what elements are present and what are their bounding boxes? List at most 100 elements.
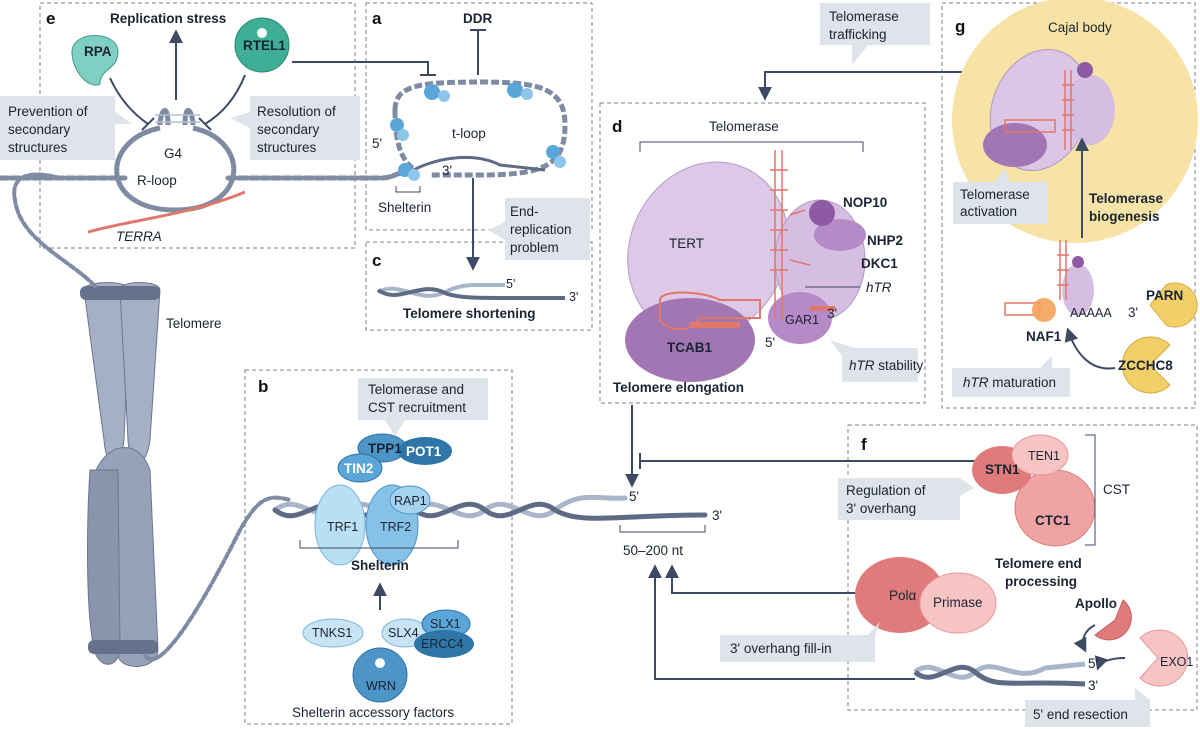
pola-primase: Polα Primase <box>855 557 997 634</box>
shortening-5prime: 5' <box>506 277 515 291</box>
tloop-5prime: 5' <box>372 136 382 151</box>
tin2-label: TIN2 <box>344 461 373 476</box>
panel-d-border <box>599 102 926 404</box>
biogenesis-label-2: biogenesis <box>1089 209 1160 224</box>
end-processing-2: processing <box>1005 574 1077 589</box>
svg-text:replication: replication <box>510 222 572 237</box>
resolution-callout: Resolution of secondary structures <box>230 96 360 160</box>
f-3prime: 3' <box>1088 678 1098 693</box>
svg-text:3' overhang fill-in: 3' overhang fill-in <box>730 641 832 656</box>
ctc1-label: CTC1 <box>1035 513 1071 528</box>
ddr-label: DDR <box>463 11 492 26</box>
apollo-protein: Apollo <box>1075 596 1132 641</box>
zcchc8-label: ZCCHC8 <box>1118 358 1173 373</box>
tloop-shelterin: Shelterin <box>378 200 431 215</box>
stn1-label: STN1 <box>985 462 1020 477</box>
trf1-label: TRF1 <box>327 520 358 534</box>
cst-label: CST <box>1103 482 1130 497</box>
b-shelterin-label: Shelterin <box>351 558 409 573</box>
exo1-protein: EXO1 <box>1139 629 1193 687</box>
trf2-label: TRF2 <box>380 520 411 534</box>
htr-label: hTR <box>866 280 892 295</box>
maturation-callout: hTR maturation <box>952 356 1070 397</box>
svg-text:Resolution of: Resolution of <box>257 104 336 119</box>
svg-text:5' end resection: 5' end resection <box>1033 707 1128 722</box>
tcab1-label: TCAB1 <box>667 340 712 355</box>
trafficking-callout: Telomerase trafficking <box>820 3 930 65</box>
telomere-label: Telomere <box>166 316 222 331</box>
ercc4-label: ERCC4 <box>421 637 463 651</box>
overhang-length: 50–200 nt <box>623 543 683 558</box>
panel-b-border <box>244 369 513 725</box>
naf1-label: NAF1 <box>1026 329 1062 344</box>
end-replication-callout: End- replication problem <box>488 198 590 260</box>
svg-text:Telomerase: Telomerase <box>829 9 899 24</box>
svg-text:hTR maturation: hTR maturation <box>963 375 1056 390</box>
immature-htr: AAAAA 3' NAF1 <box>1004 240 1138 344</box>
replication-stress-label: Replication stress <box>110 11 226 26</box>
accessory-factors: TNKS1 SLX4 SLX1 ERCC4 WRN <box>302 609 474 703</box>
svg-text:activation: activation <box>960 204 1017 219</box>
panel-a-border <box>365 2 593 231</box>
f-5prime: 5' <box>1088 656 1098 671</box>
telomerase-label: Telomerase <box>709 119 779 134</box>
svg-text:Prevention of: Prevention of <box>8 104 88 119</box>
svg-text:Regulation of: Regulation of <box>846 483 926 498</box>
slx1-label: SLX1 <box>430 617 461 631</box>
telomere-elongation-title: Telomere elongation <box>613 380 744 395</box>
primase-label: Primase <box>933 595 983 610</box>
biogenesis-label-1: Telomerase <box>1089 191 1164 206</box>
chromosome <box>80 282 161 667</box>
svg-text:problem: problem <box>510 240 559 255</box>
g-3prime: 3' <box>1128 305 1138 320</box>
svg-text:CST recruitment: CST recruitment <box>368 400 466 415</box>
apollo-label: Apollo <box>1075 596 1117 611</box>
activation-callout: Telomerase activation <box>953 168 1048 224</box>
svg-text:Telomerase and: Telomerase and <box>368 382 464 397</box>
rap1-label: RAP1 <box>394 494 427 508</box>
svg-text:hTR stability: hTR stability <box>849 358 924 373</box>
dkc1-label: DKC1 <box>861 256 898 271</box>
pot1-label: POT1 <box>406 444 442 459</box>
slx4-label: SLX4 <box>388 626 419 640</box>
fillin-callout: 3' overhang fill-in <box>720 622 880 662</box>
terra-label: TERRA <box>116 229 162 244</box>
rpa-label: RPA <box>84 44 112 59</box>
tpp1-label: TPP1 <box>368 441 402 456</box>
nhp2-label: NHP2 <box>867 233 903 248</box>
regulation-callout: Regulation of 3' overhang <box>838 478 974 520</box>
t-loop: t-loop 5' 3' Shelterin <box>372 79 568 215</box>
aaaaa-label: AAAAA <box>1070 306 1112 320</box>
parn-protein: PARN <box>1146 282 1198 328</box>
nop10-label: NOP10 <box>843 195 887 210</box>
panel-c-letter: c <box>372 251 381 270</box>
svg-text:secondary: secondary <box>257 122 320 137</box>
rloop-label: R-loop <box>137 173 177 188</box>
resection-callout: 5' end resection <box>1025 688 1150 727</box>
panel-a-letter: a <box>372 9 382 28</box>
cajal-label: Cajal body <box>1048 20 1112 35</box>
panel-g-letter: g <box>955 17 965 36</box>
d-5prime: 5' <box>765 335 775 350</box>
rloop-structure: G4 R-loop TERRA <box>87 108 246 244</box>
panel-f-letter: f <box>861 435 867 454</box>
rtel1-protein: RTEL1 <box>234 17 290 73</box>
svg-text:secondary: secondary <box>8 122 71 137</box>
accessory-label: Shelterin accessory factors <box>292 705 454 720</box>
shortening-3prime: 3' <box>569 290 578 304</box>
cst-complex: STN1 TEN1 CTC1 <box>972 434 1096 547</box>
b-3prime: 3' <box>712 508 722 523</box>
panel-f-border <box>847 424 1198 711</box>
active-telomerase <box>983 48 1115 172</box>
tloop-3prime: 3' <box>442 163 452 178</box>
shelterin-complex: TPP1 POT1 TIN2 RAP1 TRF1 TRF2 <box>314 433 452 566</box>
panel-d-letter: d <box>612 117 622 136</box>
panel-e-letter: e <box>46 9 55 28</box>
wrn-label: WRN <box>366 679 396 693</box>
svg-text:trafficking: trafficking <box>829 27 887 42</box>
exo1-label: EXO1 <box>1160 655 1193 669</box>
ten1-label: TEN1 <box>1028 449 1060 463</box>
d-3prime: 3' <box>827 306 837 321</box>
svg-text:structures: structures <box>8 140 68 155</box>
